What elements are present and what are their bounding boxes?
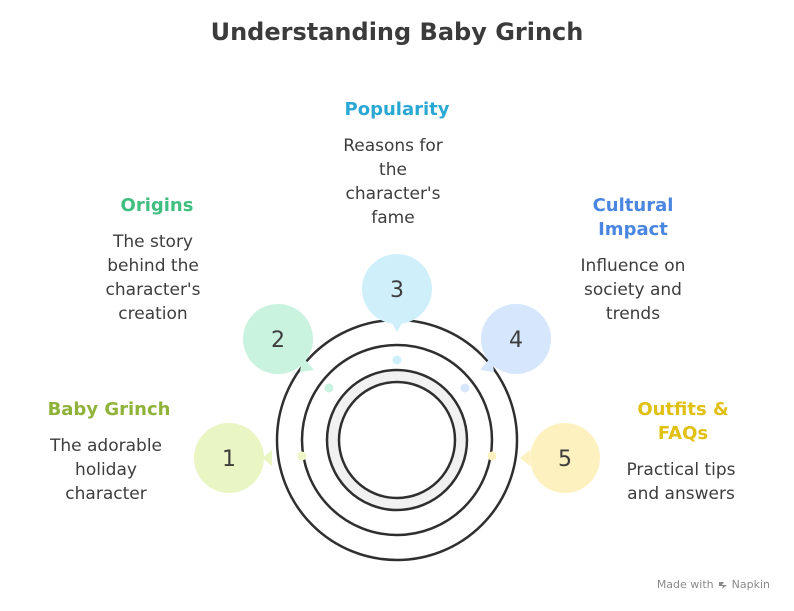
stage-2-number: 2 bbox=[271, 328, 285, 353]
stage-3-description: Reasons for the character's fame bbox=[343, 136, 443, 228]
stage-1-description: The adorable holiday character bbox=[49, 436, 162, 504]
stage-5-bubble bbox=[520, 450, 530, 466]
stage-2-bubble bbox=[243, 304, 313, 374]
stage-2-dot bbox=[324, 383, 334, 393]
page-title: Understanding Baby Grinch bbox=[210, 18, 584, 46]
stage-5-node: 5 bbox=[487, 423, 600, 493]
footer-attribution: Made with Napkin bbox=[657, 578, 770, 591]
stage-1-bubble bbox=[262, 450, 272, 466]
stage-2-heading: Origins bbox=[120, 195, 194, 216]
footer-made-with: Made with bbox=[656, 578, 714, 591]
stage-4-node: 4 bbox=[460, 304, 551, 393]
inner-core bbox=[337, 380, 457, 500]
stage-4-bubble bbox=[481, 304, 551, 374]
stage-1-number: 1 bbox=[222, 447, 236, 472]
stage-4-dot bbox=[460, 383, 470, 393]
stage-2-description: The story behind the character's creatio… bbox=[105, 232, 201, 324]
middle-ring bbox=[300, 343, 494, 537]
stage-3-heading: Popularity bbox=[344, 99, 450, 120]
stage-4-heading: Cultural Impact bbox=[592, 195, 674, 240]
stage-3-bubble bbox=[362, 254, 432, 324]
stage-4-number: 4 bbox=[509, 328, 523, 353]
footer-brand: Napkin bbox=[731, 578, 770, 591]
stage-1-node: 1 bbox=[194, 423, 307, 493]
stage-1-bubble bbox=[194, 423, 264, 493]
stage-3-node: 3 bbox=[362, 254, 432, 365]
stage-3-number: 3 bbox=[390, 278, 404, 303]
stage-2-node: 2 bbox=[243, 304, 334, 393]
stage-5-description: Practical tips and answers bbox=[626, 460, 736, 504]
napkin-logo-icon bbox=[718, 581, 727, 589]
stage-3-dot bbox=[392, 355, 402, 365]
stage-4-description: Influence on society and trends bbox=[580, 256, 686, 324]
stage-1-dot bbox=[297, 451, 307, 461]
stage-5-dot bbox=[487, 451, 497, 461]
stage-5-number: 5 bbox=[558, 447, 572, 472]
stage-5-bubble bbox=[530, 423, 600, 493]
stage-5-heading: Outfits & FAQs bbox=[637, 399, 729, 444]
stage-1-heading: Baby Grinch bbox=[47, 399, 171, 420]
